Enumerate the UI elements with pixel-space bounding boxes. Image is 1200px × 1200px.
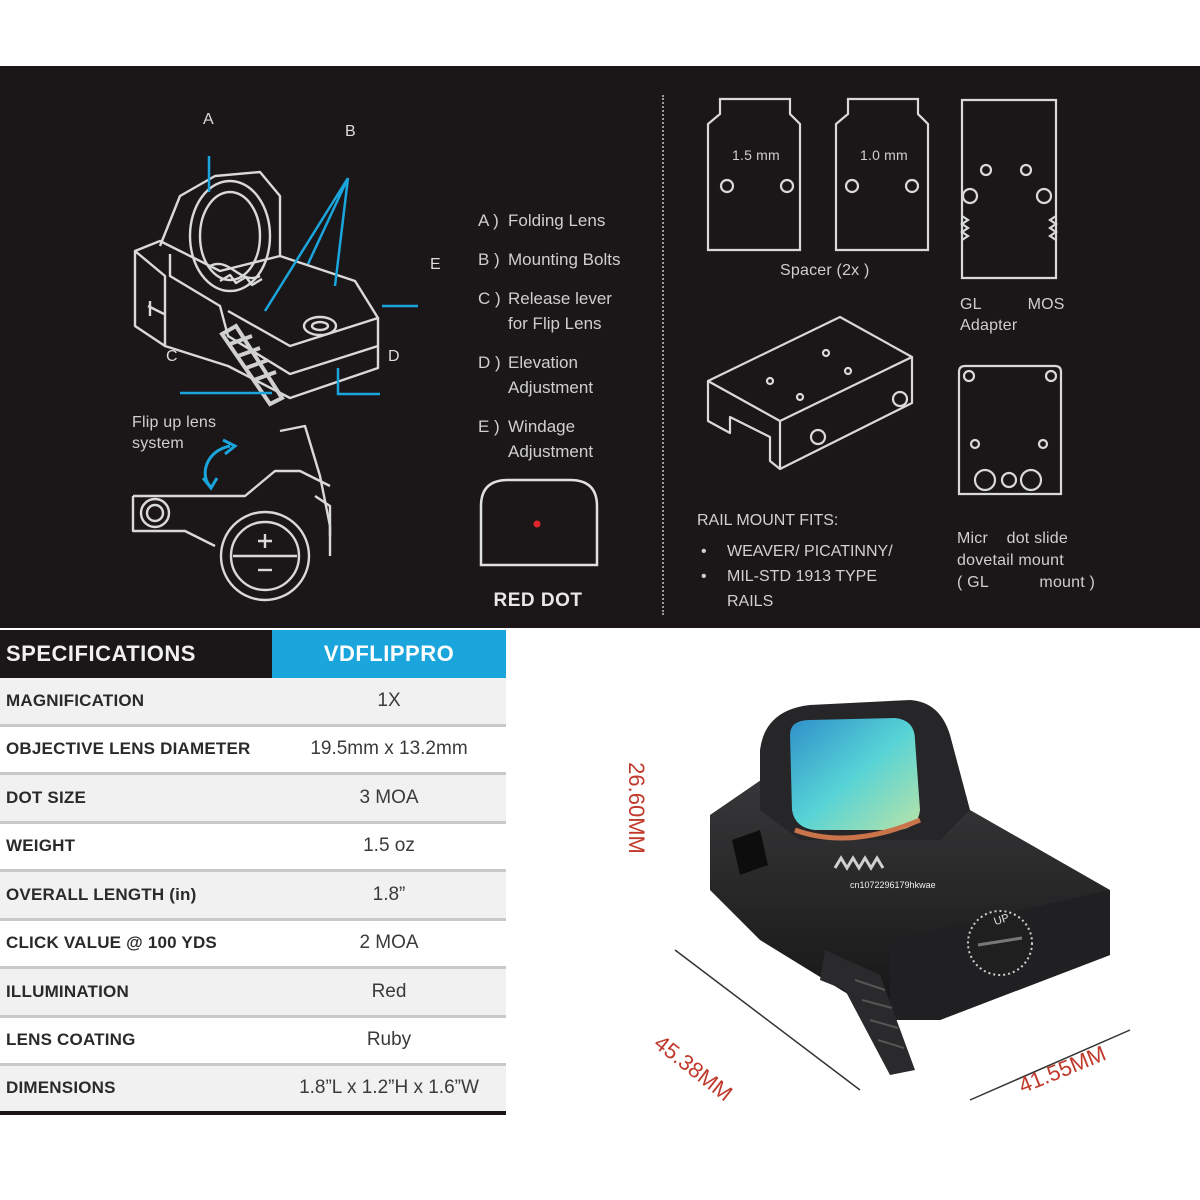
part-key: E ): [478, 417, 500, 436]
spec-row: LENS COATING Ruby: [0, 1018, 506, 1066]
part-label: Elevation Adjustment: [508, 353, 594, 397]
spec-row: ILLUMINATION Red: [0, 969, 506, 1018]
part-item: E ) Windage Adjustment: [478, 414, 658, 464]
spec-key: WEIGHT: [6, 836, 76, 856]
spacer-b-label: 1.0 mm: [860, 147, 908, 163]
adapter-caption: GL MOS Adapter: [960, 296, 1065, 334]
part-item: D ) Elevation Adjustment: [478, 350, 658, 400]
sight-line-drawing: [133, 156, 418, 407]
parts-list: A ) Folding Lens B ) Mounting Bolts C ) Rel…: [478, 208, 658, 478]
spec-key: LENS COATING: [6, 1030, 136, 1050]
sight-lens: [790, 718, 920, 830]
callout-d: D: [388, 348, 400, 365]
spec-key: MAGNIFICATION: [6, 690, 145, 710]
rail-item: WEAVER/ PICATINNY/: [697, 539, 893, 564]
spec-row: MAGNIFICATION 1X: [0, 678, 506, 727]
flip-lens-label: Flip up lens system: [132, 414, 217, 452]
spec-model: VDFLIPPRO: [272, 630, 506, 678]
spec-value: 19.5mm x 13.2mm: [310, 738, 468, 760]
part-label: Release lever for Flip Lens: [508, 289, 612, 333]
spec-row: OVERALL LENGTH (in) 1.8”: [0, 872, 506, 921]
rail-title: RAIL MOUNT FITS:: [697, 512, 839, 529]
spec-key: OBJECTIVE LENS DIAMETER: [6, 739, 251, 759]
spec-value: 1.5 oz: [363, 835, 415, 857]
part-key: A ): [478, 211, 499, 230]
part-key: C ): [478, 289, 501, 308]
callout-b: B: [345, 123, 356, 140]
spec-value: 3 MOA: [359, 786, 419, 808]
callout-c: C: [166, 348, 178, 365]
spec-row: CLICK VALUE @ 100 YDS 2 MOA: [0, 921, 506, 969]
spacer-plates: [706, 97, 930, 252]
part-key: D ): [478, 353, 501, 372]
rail-list: WEAVER/ PICATINNY/ MIL-STD 1913 TYPE RAI…: [697, 539, 893, 614]
part-label: Folding Lens: [508, 211, 606, 230]
watermark: cn1072296179hkwae: [850, 880, 936, 890]
part-item: C ) Release lever for Flip Lens: [478, 286, 658, 336]
diagram-panel: A B C D E Flip up lens system A ) Folding…: [0, 66, 1200, 628]
part-label: Mounting Bolts: [508, 250, 621, 269]
panel-divider: [662, 95, 664, 615]
spec-table: SPECIFICATIONS VDFLIPPRO MAGNIFICATION 1X…: [0, 630, 506, 1115]
rail-item: MIL-STD 1913 TYPE RAILS: [697, 564, 893, 614]
spec-key: DIMENSIONS: [6, 1078, 116, 1098]
spec-row: WEIGHT 1.5 oz: [0, 824, 506, 872]
spec-key: OVERALL LENGTH (in): [6, 884, 197, 904]
part-item: A ) Folding Lens: [478, 208, 658, 233]
spec-row: OBJECTIVE LENS DIAMETER 19.5mm x 13.2mm: [0, 727, 506, 775]
rail-mount-drawing: [706, 315, 914, 471]
micro-dot-plate: [957, 364, 1063, 496]
spec-value: Red: [371, 980, 407, 1002]
spec-value: 1X: [377, 689, 401, 711]
spec-header-label: SPECIFICATIONS: [0, 630, 272, 678]
spec-value: 2 MOA: [359, 932, 419, 954]
part-label: Windage Adjustment: [508, 417, 594, 461]
part-item: B ) Mounting Bolts: [478, 247, 658, 272]
spec-key: CLICK VALUE @ 100 YDS: [6, 933, 217, 953]
spec-key: DOT SIZE: [6, 787, 86, 807]
spec-row: DIMENSIONS 1.8”L x 1.2”H x 1.6”W: [0, 1066, 506, 1115]
spec-key: ILLUMINATION: [6, 981, 129, 1001]
spec-value: 1.8”: [372, 883, 406, 905]
height-dimension: 26.60MM: [623, 762, 649, 854]
spec-value: 1.8”L x 1.2”H x 1.6”W: [299, 1077, 479, 1099]
adapter-plate: [960, 98, 1058, 280]
flip-lens-drawing: [131, 424, 332, 602]
callout-a: A: [203, 111, 214, 128]
red-dot-window: [479, 478, 599, 567]
spec-value: Ruby: [366, 1029, 412, 1051]
product-photo: [674, 700, 1131, 1101]
spec-row: DOT SIZE 3 MOA: [0, 775, 506, 824]
micro-dot-caption: Micr dot slide dovetail mount ( GL mount…: [957, 530, 1096, 591]
spec-header: SPECIFICATIONS VDFLIPPRO: [0, 630, 506, 678]
callout-e: E: [430, 256, 441, 273]
spacer-caption: Spacer (2x ): [780, 262, 870, 279]
red-dot-label: RED DOT: [493, 590, 583, 611]
part-key: B ): [478, 250, 500, 269]
red-dot: [533, 520, 541, 528]
spacer-a-label: 1.5 mm: [732, 147, 780, 163]
